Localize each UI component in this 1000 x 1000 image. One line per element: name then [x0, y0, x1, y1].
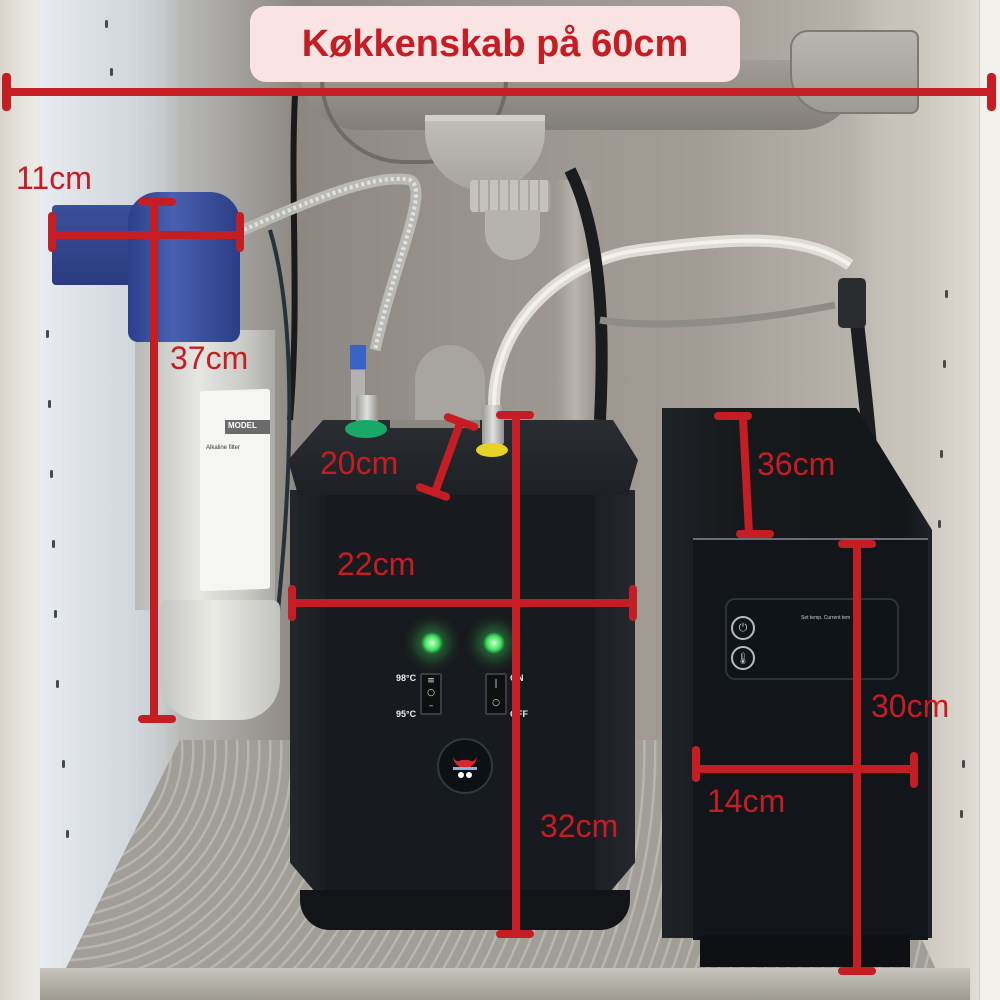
shelf-hole	[960, 810, 963, 818]
filter-width-cap-right	[236, 212, 244, 252]
cabinet-width-cap-left	[2, 73, 11, 111]
heater-width-label: 22cm	[337, 546, 416, 582]
shelf-hole	[110, 68, 113, 76]
shelf-hole	[105, 20, 108, 28]
shelf-hole	[945, 290, 948, 298]
ro-depth-cap-bottom	[736, 530, 774, 538]
thermometer-icon[interactable]: 🌡	[731, 646, 755, 670]
ro-display-text: Set temp. Current tem	[801, 615, 851, 621]
filter-head	[128, 192, 240, 342]
cabinet-floor-edge	[40, 968, 970, 1000]
heater-width-cap-left	[288, 585, 296, 621]
ro-width-label: 14cm	[707, 783, 786, 819]
filter-height-label: 37cm	[170, 340, 249, 376]
filter-width-cap-left	[48, 212, 56, 252]
ro-height-cap-top	[838, 540, 876, 548]
heater-height-cap-bottom	[496, 930, 534, 938]
wall-hook	[790, 30, 919, 114]
status-led-left	[421, 632, 443, 654]
green-inlet-collar	[345, 420, 387, 438]
heater-width-line	[290, 599, 635, 607]
filter-label-model-band	[225, 420, 270, 434]
yellow-outlet-collar	[476, 443, 508, 457]
brand-logo-badge	[437, 738, 493, 794]
shelf-hole	[54, 610, 57, 618]
ro-width-line	[693, 765, 915, 773]
ro-width-cap-right	[910, 752, 918, 788]
shelf-hole	[52, 540, 55, 548]
ro-purifier-base	[700, 935, 910, 967]
shelf-hole	[943, 360, 946, 368]
title-banner: Køkkenskab på 60cm	[250, 6, 740, 82]
filter-width-line	[50, 231, 242, 239]
power-icon[interactable]: ⏻	[731, 616, 755, 640]
temp-high-label: 98°C	[396, 673, 417, 683]
drain-nut	[470, 180, 550, 212]
heater-height-line	[512, 413, 520, 935]
ro-height-cap-bottom	[838, 967, 876, 975]
ro-width-cap-left	[692, 746, 700, 782]
filter-height-cap-top	[138, 198, 176, 206]
bull-logo-icon	[453, 756, 477, 778]
filter-label-model: MODEL	[228, 421, 257, 430]
heater-height-label: 32cm	[540, 808, 619, 844]
heater-width-cap-right	[629, 585, 637, 621]
ro-height-label: 30cm	[871, 688, 950, 724]
hot-water-tank-base	[300, 890, 630, 930]
temperature-rocker-switch[interactable]: ≡○–	[420, 673, 442, 715]
drain-elbow	[485, 210, 540, 260]
shelf-hole	[46, 330, 49, 338]
filter-label-title: Alkaline filter	[206, 445, 241, 451]
filter-bottom-housing	[160, 600, 280, 720]
cabinet-right-edge	[979, 0, 1000, 1000]
status-led-right	[483, 632, 505, 654]
shelf-hole	[48, 400, 51, 408]
filter-height-line	[150, 200, 158, 720]
ro-control-panel	[725, 598, 899, 680]
heater-depth-label: 20cm	[320, 445, 399, 481]
tank-top-vent	[390, 420, 480, 428]
ro-depth-label: 36cm	[757, 446, 836, 482]
cabinet-width-line	[4, 88, 996, 96]
shelf-hole	[962, 760, 965, 768]
filter-height-cap-bottom	[138, 715, 176, 723]
hot-water-tank-front	[325, 495, 595, 890]
title-text: Køkkenskab på 60cm	[301, 22, 689, 65]
filter-width-label: 11cm	[16, 160, 92, 196]
temp-low-label: 95°C	[396, 709, 417, 719]
heater-height-cap-top	[496, 411, 534, 419]
shelf-hole	[62, 760, 65, 768]
shelf-hole	[940, 450, 943, 458]
cabinet-width-cap-right	[987, 73, 996, 111]
shelf-hole	[66, 830, 69, 838]
ro-height-line	[853, 542, 861, 972]
power-rocker-switch[interactable]: |○	[485, 673, 507, 715]
shelf-hole	[56, 680, 59, 688]
ro-depth-cap-top	[714, 412, 752, 420]
shelf-hole	[938, 520, 941, 528]
shelf-hole	[50, 470, 53, 478]
